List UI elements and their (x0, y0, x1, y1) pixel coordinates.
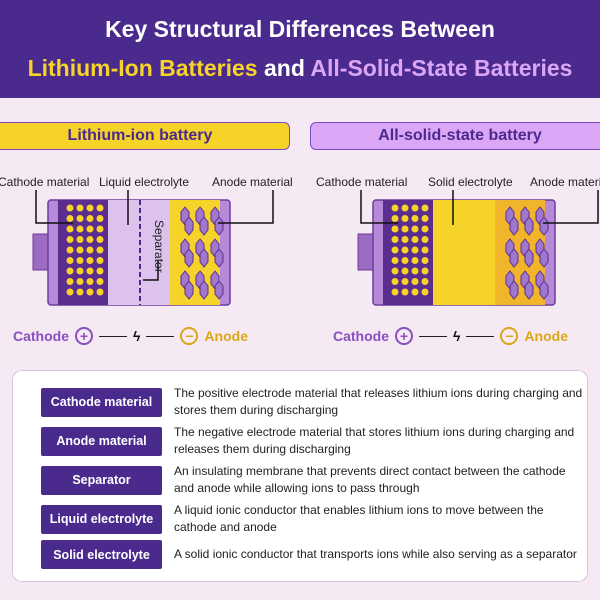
li-cathode-label: Cathode material (0, 175, 90, 189)
glossary-desc: The positive electrode material that rel… (174, 386, 583, 417)
title-li: Lithium-Ion Batteries (27, 55, 258, 81)
header: Key Structural Differences Between Lithi… (0, 0, 600, 98)
ss-anode-label: Anode material (530, 175, 600, 189)
ss-battery-diagram (357, 190, 599, 306)
li-panel-title: Lithium-ion battery (0, 122, 290, 150)
minus-icon: − (500, 327, 519, 345)
title-ss: All-Solid-State Batteries (310, 55, 573, 81)
li-anode-label: Anode material (212, 175, 293, 189)
minus-icon: − (180, 327, 199, 345)
glossary-term: Solid electrolyte (41, 540, 162, 569)
glossary-term: Separator (41, 465, 162, 495)
glossary-row: Cathode material The positive electrode m… (41, 385, 584, 419)
li-battery-diagram (32, 190, 274, 306)
glossary-term: Cathode material (41, 387, 162, 417)
separator-label: Separator (152, 220, 166, 273)
glossary-desc: A solid ionic conductor that transports … (174, 547, 577, 561)
glossary-desc: A liquid ionic conductor that enables li… (174, 503, 544, 534)
glossary-row: Anode material The negative electrode mat… (41, 424, 584, 458)
glossary-desc: The negative electrode material that sto… (174, 425, 575, 456)
glossary-row: Solid electrolyte A solid ionic conductor… (41, 540, 584, 569)
ss-panel-title: All-solid-state battery (310, 122, 600, 150)
li-legend-anode: Anode (204, 328, 248, 344)
glossary-term: Liquid electrolyte (41, 504, 162, 534)
bolt-icon: ϟ (133, 328, 141, 344)
title-and: and (263, 55, 305, 81)
glossary-card: Cathode material The positive electrode m… (12, 370, 588, 582)
ss-legend: Cathode + ϟ − Anode (333, 327, 568, 345)
glossary-term: Anode material (41, 426, 162, 456)
plus-icon: + (75, 327, 93, 345)
glossary-desc: An insulating membrane that prevents dir… (174, 464, 566, 495)
title-line-2: Lithium-Ion Batteries and All-Solid-Stat… (0, 55, 600, 82)
ss-cathode-label: Cathode material (316, 175, 408, 189)
glossary-row: Separator An insulating membrane that pre… (41, 463, 584, 497)
li-legend-cathode: Cathode (13, 328, 69, 344)
bolt-icon: ϟ (453, 328, 461, 344)
ss-legend-cathode: Cathode (333, 328, 389, 344)
plus-icon: + (395, 327, 413, 345)
li-legend: Cathode + ϟ − Anode (13, 327, 248, 345)
li-electrolyte-label: Liquid electrolyte (99, 175, 190, 189)
title-line-1: Key Structural Differences Between (105, 16, 495, 42)
glossary-row: Liquid electrolyte A liquid ionic conduct… (41, 502, 584, 536)
ss-electrolyte-label: Solid electrolyte (428, 175, 513, 189)
ss-legend-anode: Anode (524, 328, 568, 344)
